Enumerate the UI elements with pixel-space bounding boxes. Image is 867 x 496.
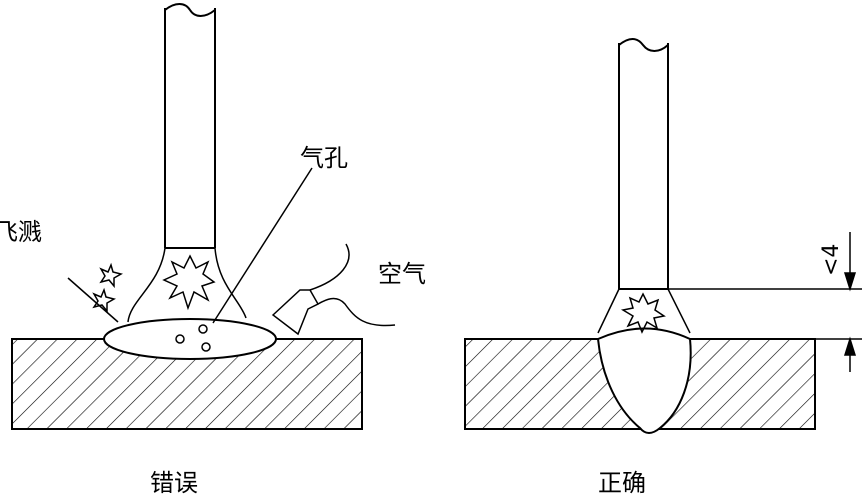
electrode-left [164, 3, 216, 249]
porosity-leader [212, 167, 313, 324]
arc-spark-left [162, 254, 216, 311]
air-label: 空气 [378, 260, 426, 288]
air-arrow [271, 243, 396, 336]
spatter-stars [92, 262, 123, 314]
arc-length-dimension [668, 232, 862, 372]
spatter-leader [67, 277, 119, 323]
wrong-panel: 飞溅 气孔 空气 错误 [0, 3, 426, 496]
porosity-label: 气孔 [300, 144, 348, 172]
arc-length-label: <4 [819, 244, 844, 276]
porosity-bubbles [175, 324, 211, 352]
correct-panel: <4 正确 [464, 38, 862, 496]
arc-right [597, 288, 691, 334]
spatter-label: 飞溅 [0, 218, 42, 246]
weld-bead-right [596, 327, 692, 434]
electrode-right [618, 38, 669, 290]
weld-pool-left [103, 318, 277, 360]
arc-left [127, 247, 247, 323]
arc-spark-right [620, 292, 666, 334]
correct-caption: 正确 [598, 469, 646, 496]
wrong-caption: 错误 [150, 469, 198, 496]
